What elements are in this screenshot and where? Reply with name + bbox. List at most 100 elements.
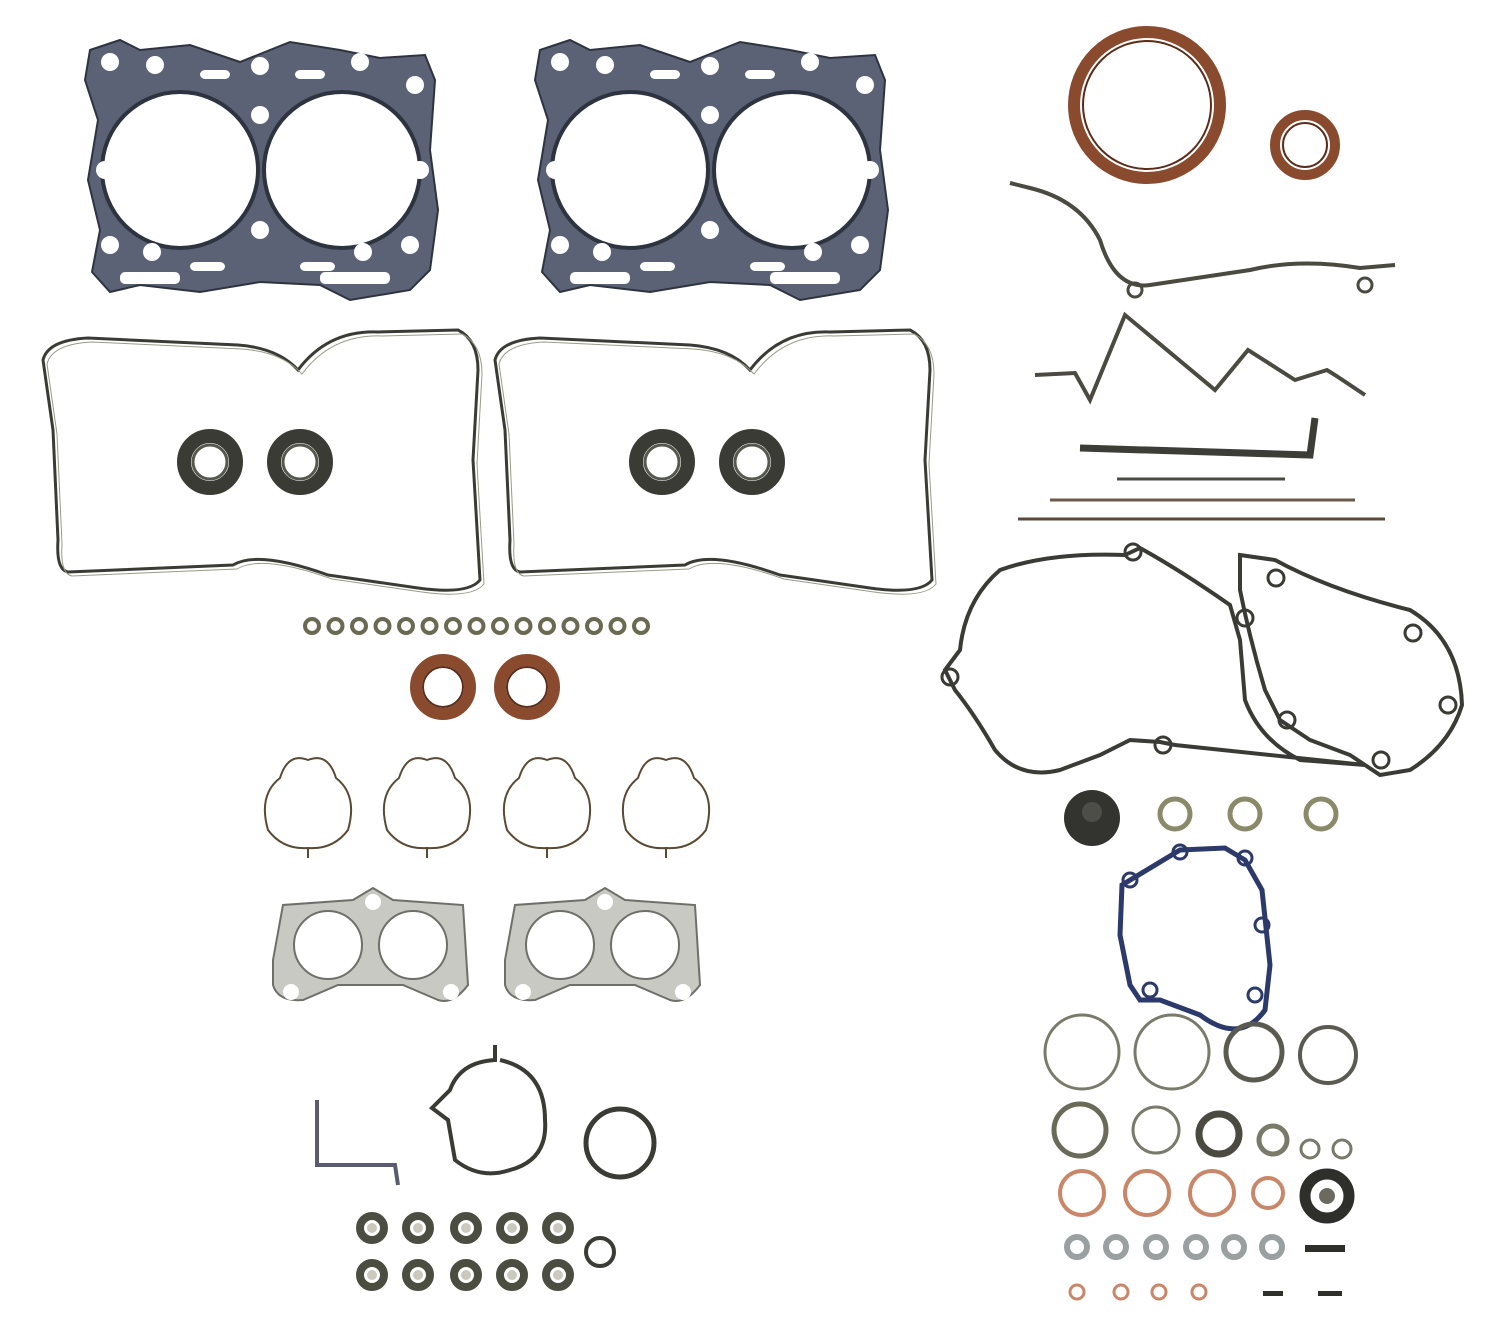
coolant-slot xyxy=(750,262,785,271)
coolant-slot xyxy=(295,70,325,79)
valve-stem-seals xyxy=(356,1212,574,1291)
gasket-eyelet xyxy=(1438,695,1458,715)
bolt-hole xyxy=(146,56,164,74)
small-o-ring-row xyxy=(303,617,650,635)
bolt-hole xyxy=(701,106,719,124)
valve-stem-seal xyxy=(542,1212,574,1244)
exhaust-port-hole xyxy=(378,910,448,980)
small-o-ring xyxy=(491,617,509,635)
bolt-hole xyxy=(401,236,419,254)
parts-layer xyxy=(41,26,1465,1301)
valve-cover-gasket-right xyxy=(493,328,937,595)
bolt-eyelet xyxy=(1171,843,1189,861)
throttle-body-gasket xyxy=(428,1045,548,1176)
small-o-ring xyxy=(326,617,345,635)
exhaust-stud-hole xyxy=(515,984,531,1000)
valve-cover-gasket-left xyxy=(41,328,485,595)
spark-plug-tube-seal-lip xyxy=(191,443,229,481)
large-o-ring xyxy=(1223,1021,1285,1083)
o-ring xyxy=(1051,1101,1109,1159)
bolt-hole xyxy=(101,53,119,71)
bolt-eyelet xyxy=(1246,986,1264,1004)
valve-stem-seal-core xyxy=(553,1223,563,1233)
bolt-hole xyxy=(251,57,269,75)
coolant-slot xyxy=(650,70,680,79)
small-copper-washer xyxy=(1150,1283,1168,1301)
small-copper-washer xyxy=(1112,1283,1130,1301)
o-ring xyxy=(1157,796,1193,832)
steel-washer xyxy=(1143,1234,1169,1260)
valve-stem-seal-core xyxy=(553,1270,563,1280)
cylinder-head-gasket-left xyxy=(83,38,440,302)
small-copper-washer xyxy=(1068,1283,1086,1301)
small-o-ring xyxy=(514,617,533,635)
spark-plug-tube-seal-lip xyxy=(281,443,319,481)
bolt-hole xyxy=(143,243,161,261)
exhaust-port-hole xyxy=(293,910,363,980)
o-ring xyxy=(1303,796,1339,832)
exhaust-stud-hole xyxy=(365,894,381,910)
throttle-o-ring xyxy=(583,1106,657,1180)
front-crank-seal xyxy=(1270,110,1340,180)
gasket-eyelet xyxy=(1266,568,1286,588)
steel-washer xyxy=(1103,1234,1129,1260)
small-o-ring xyxy=(467,617,486,635)
coolant-slot xyxy=(640,262,675,271)
coolant-slot xyxy=(200,70,230,79)
valve-stem-seal xyxy=(542,1259,574,1291)
bolt-eyelet xyxy=(1141,981,1159,999)
valve-stem-seal xyxy=(450,1259,482,1291)
bolt-hole xyxy=(406,76,424,94)
rubber-plug-center xyxy=(1082,802,1102,822)
gasket-eyelet xyxy=(1123,542,1143,562)
exhaust-stud-hole xyxy=(443,984,459,1000)
rubber-strip xyxy=(1305,1245,1345,1252)
gasket-eyelet xyxy=(1126,281,1144,299)
valve-cover-gasket-inner xyxy=(46,333,485,595)
bolt-hole xyxy=(593,243,611,261)
coolant-slot xyxy=(570,272,630,284)
spark-plug-tube-seal xyxy=(267,429,333,495)
gasket-eyelet xyxy=(1277,710,1297,730)
spark-plug-tube-seal-lip xyxy=(643,443,681,481)
water-pump-gasket xyxy=(1117,843,1273,1032)
throttle-body-gaskets xyxy=(315,1045,657,1268)
bolt-hole xyxy=(251,221,269,239)
o-ring xyxy=(1195,1110,1243,1158)
steel-washer xyxy=(1259,1234,1285,1260)
small-o-ring xyxy=(632,617,650,635)
valve-stem-seal xyxy=(402,1259,434,1291)
rear-main-seal-lip xyxy=(1082,40,1212,170)
bolt-hole xyxy=(551,53,569,71)
cylinder-bore-hole xyxy=(550,90,710,250)
o-ring xyxy=(1331,1138,1353,1160)
small-o-ring xyxy=(303,617,321,635)
copper-crush-washer xyxy=(1058,1169,1106,1217)
oil-seal xyxy=(1299,1168,1355,1224)
spark-plug-tube-seal xyxy=(629,429,695,495)
gasket-eyelet xyxy=(1371,750,1391,770)
timing-belt-cover-gasket xyxy=(1009,181,1396,288)
timing-cover-gaskets xyxy=(1009,181,1396,521)
bolt-hole xyxy=(551,236,569,254)
front-crank-seal-lip xyxy=(1282,122,1328,168)
camshaft-seal xyxy=(494,654,560,720)
steel-washer xyxy=(1064,1234,1090,1260)
plug-and-rings xyxy=(1064,790,1339,846)
bolt-hole xyxy=(701,221,719,239)
coolant-slot xyxy=(745,70,775,79)
bent-metal-seal xyxy=(315,1100,400,1186)
bolt-eyelet xyxy=(1236,849,1254,867)
crankshaft-seals xyxy=(1068,26,1340,184)
steel-washer xyxy=(1183,1234,1209,1260)
cylinder-head-gasket-right xyxy=(533,38,890,302)
case-gaskets xyxy=(940,542,1465,778)
bolt-hole xyxy=(596,56,614,74)
valve-stem-seal-core xyxy=(367,1270,377,1280)
gasket-eyelet xyxy=(940,667,960,687)
valve-stem-seal-core xyxy=(461,1223,471,1233)
zigzag-gasket xyxy=(1034,311,1367,405)
valve-stem-seal xyxy=(496,1212,528,1244)
o-ring xyxy=(1131,1105,1181,1155)
